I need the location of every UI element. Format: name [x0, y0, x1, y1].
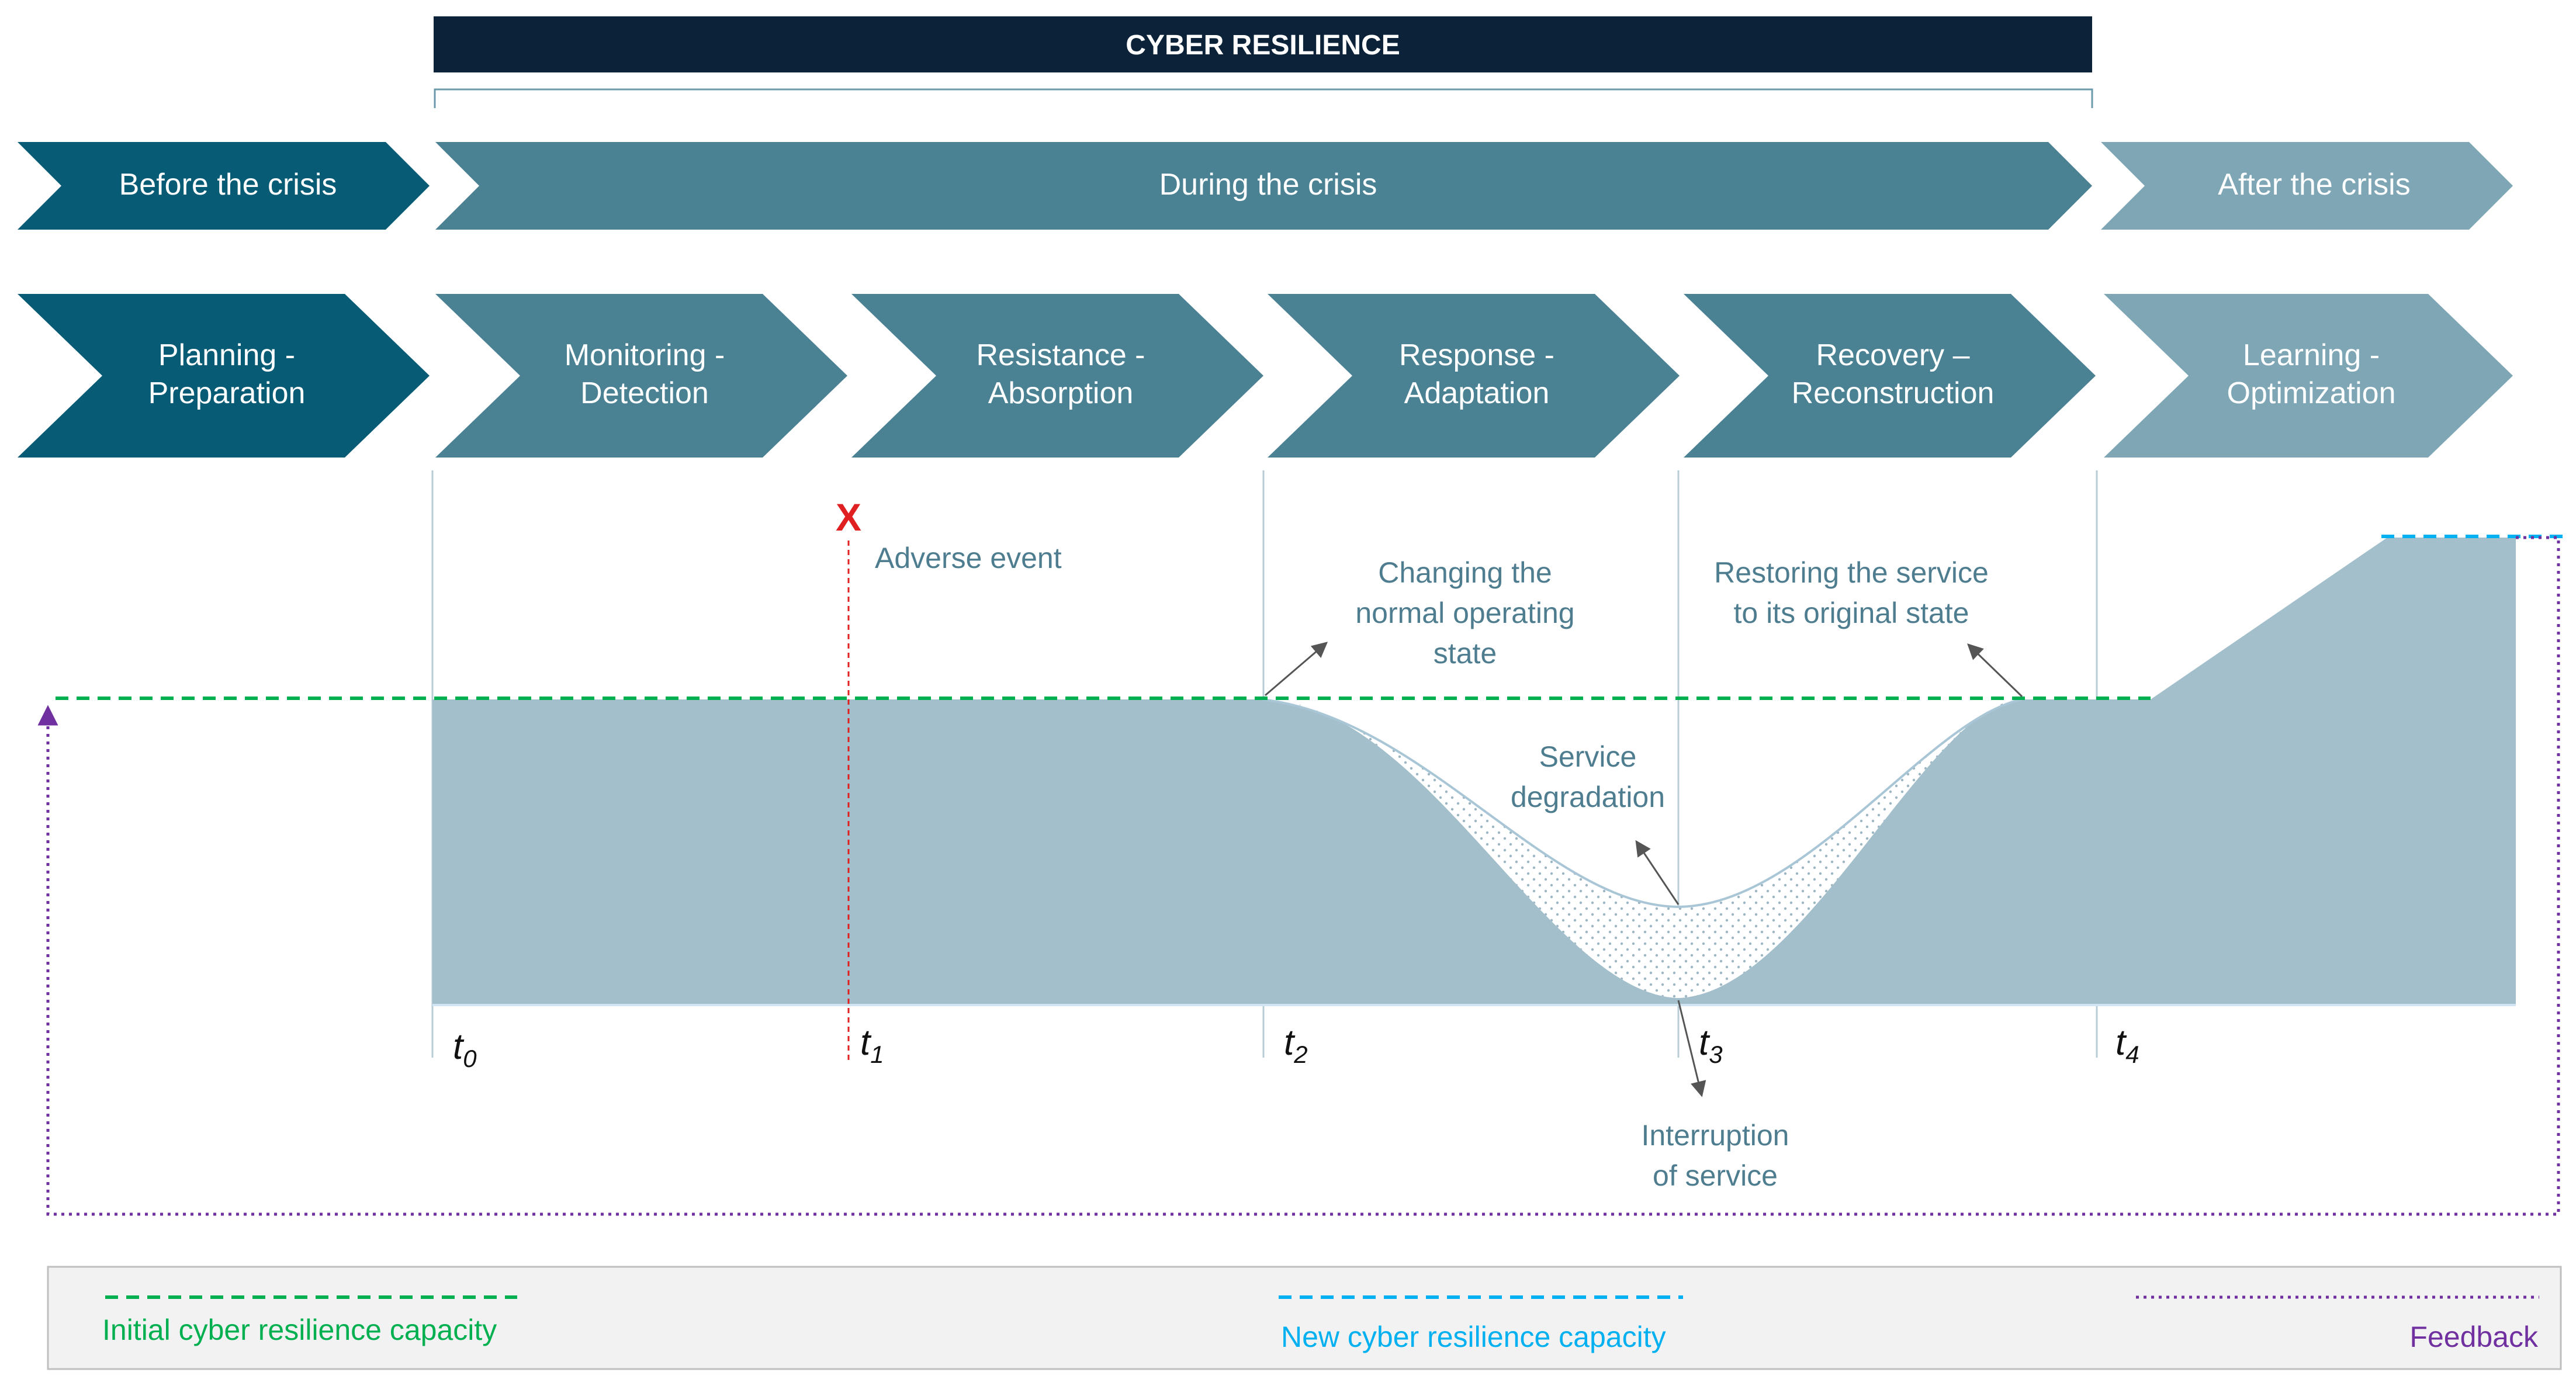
stage-learning-line2: Optimization — [2227, 376, 2396, 410]
adverse-event-marker: X — [836, 496, 861, 539]
header-bar — [434, 16, 2092, 72]
restoring-line1: Restoring the service — [1714, 556, 1989, 589]
time-label-t4: t4 — [2115, 1023, 2139, 1068]
capacity-area — [432, 538, 2516, 1005]
time-t4-letter: t — [2115, 1023, 2127, 1063]
stage-recovery-line2: Reconstruction — [1792, 376, 1995, 410]
stage-resistance-line2: Absorption — [988, 376, 1134, 410]
phase-after-chevron — [2101, 142, 2513, 230]
time-t4-sub: 4 — [2125, 1041, 2139, 1068]
stage-monitoring-chevron — [435, 294, 847, 458]
degradation-arrow — [1635, 840, 1680, 905]
interruption-line1: Interruption — [1642, 1119, 1789, 1152]
legend-new-label: New cyber resilience capacity — [1281, 1321, 1666, 1353]
time-label-t3: t3 — [1699, 1023, 1723, 1068]
stage-planning-line1: Planning - — [158, 338, 295, 372]
time-t1-letter: t — [860, 1023, 872, 1063]
changing-state-line3: state — [1434, 637, 1497, 670]
time-t1-sub: 1 — [870, 1041, 884, 1068]
stage-response-chevron — [1268, 294, 1680, 458]
legend-box — [47, 1266, 2562, 1370]
legend-initial-label: Initial cyber resilience capacity — [102, 1314, 497, 1346]
phase-during-label: During the crisis — [1159, 168, 1377, 202]
degraded-service-curve — [1262, 698, 2023, 909]
time-t2-sub: 2 — [1293, 1041, 1307, 1068]
interruption-arrow — [1677, 1000, 1706, 1097]
stage-monitoring-line1: Monitoring - — [565, 338, 725, 372]
stage-monitoring-line2: Detection — [580, 376, 709, 410]
time-label-t2: t2 — [1284, 1023, 1308, 1068]
changing-state-arrow — [1265, 642, 1328, 697]
time-t0-letter: t — [453, 1027, 465, 1067]
adverse-event-label: Adverse event — [875, 542, 1062, 574]
header-title: CYBER RESILIENCE — [1126, 30, 1400, 61]
stage-resistance-line1: Resistance - — [977, 338, 1145, 372]
stage-resistance-chevron — [851, 294, 1263, 458]
time-t3-sub: 3 — [1709, 1041, 1722, 1068]
legend-feedback-label: Feedback — [2409, 1321, 2539, 1353]
stage-planning-chevron — [18, 294, 430, 458]
stage-learning-line1: Learning - — [2243, 338, 2380, 372]
stage-planning-line2: Preparation — [148, 376, 306, 410]
stage-recovery-line1: Recovery – — [1816, 338, 1970, 372]
restoring-arrow — [1967, 643, 2023, 698]
time-t0-sub: 0 — [463, 1045, 477, 1072]
stage-learning-chevron — [2104, 294, 2513, 458]
stage-recovery-chevron — [1684, 294, 2096, 458]
header-bracket — [434, 88, 2093, 108]
changing-state-line2: normal operating — [1355, 597, 1574, 629]
phase-before-label: Before the crisis — [119, 168, 337, 202]
phase-before-chevron — [18, 142, 430, 230]
degradation-line2: degradation — [1511, 781, 1665, 813]
time-label-t0: t0 — [453, 1027, 477, 1072]
degradation-line1: Service — [1539, 740, 1637, 773]
interruption-line2: of service — [1653, 1159, 1778, 1192]
phase-during-chevron — [435, 142, 2092, 230]
restoring-line2: to its original state — [1734, 597, 1969, 629]
time-label-t1: t1 — [860, 1023, 884, 1068]
phase-after-label: After the crisis — [2218, 168, 2410, 202]
stage-response-line1: Response - — [1399, 338, 1554, 372]
service-degradation-region — [1262, 699, 2022, 998]
stage-response-line2: Adaptation — [1404, 376, 1550, 410]
time-t2-letter: t — [1284, 1023, 1296, 1063]
changing-state-line1: Changing the — [1378, 556, 1552, 589]
time-t3-letter: t — [1699, 1023, 1711, 1063]
